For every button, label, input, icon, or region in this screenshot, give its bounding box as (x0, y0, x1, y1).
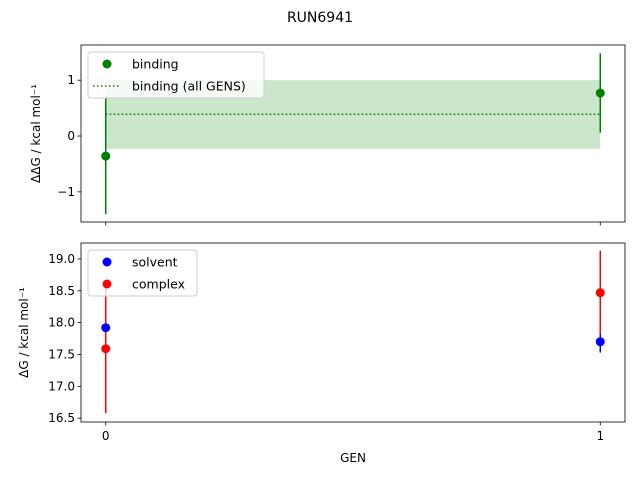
legend: binding binding (all GENS) (87, 51, 265, 99)
x-tick-label: 0 (102, 429, 110, 443)
y-tick-label: 0 (67, 129, 75, 143)
data-point-binding (101, 151, 111, 161)
data-point-solvent (101, 323, 111, 333)
x-axis-label: GEN (340, 451, 366, 465)
bottom-axes: 16.5 17.0 17.5 18.0 18.5 19.0 0 1 ΔG / kcal mol⁻… (17, 242, 626, 465)
data-point-complex (595, 288, 605, 298)
y-tick-label: 19.0 (48, 252, 75, 266)
legend-label: binding (132, 57, 179, 72)
data-point-binding (595, 88, 605, 98)
axes-frame (80, 44, 626, 223)
y-axis-label: ΔΔG / kcal mol⁻¹ (29, 84, 43, 183)
data-point-complex (101, 344, 111, 354)
y-tick-label: 18.5 (48, 284, 75, 298)
legend-marker (102, 257, 112, 267)
chart-title: RUN6941 (287, 10, 353, 26)
y-tick-label: 17.5 (48, 347, 75, 361)
legend-marker (102, 279, 112, 289)
x-tick-label: 1 (596, 429, 604, 443)
legend-label: binding (all GENS) (132, 79, 246, 94)
legend-marker (102, 59, 112, 69)
data-point-solvent (595, 337, 605, 347)
y-tick-label: 17.0 (48, 379, 75, 393)
legend: solvent complex (87, 249, 198, 297)
axes-frame (80, 242, 626, 423)
y-tick-label: 1 (67, 73, 75, 87)
y-tick-label: −1 (57, 185, 75, 199)
legend-label: solvent (132, 255, 178, 270)
legend-frame (87, 51, 265, 99)
y-tick-label: 18.0 (48, 316, 75, 330)
y-tick-label: 16.5 (48, 411, 75, 425)
legend-frame (87, 249, 198, 297)
legend-label: complex (132, 277, 185, 292)
y-axis-label: ΔG / kcal mol⁻¹ (17, 287, 31, 378)
